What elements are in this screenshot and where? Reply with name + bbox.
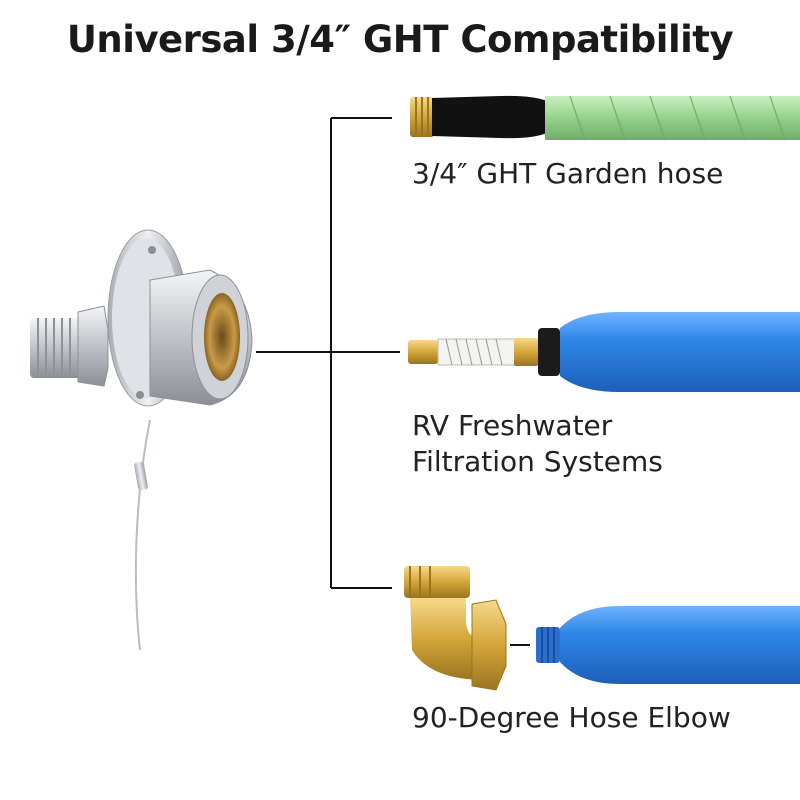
garden-hose-label: 3/4″ GHT Garden hose xyxy=(412,157,724,190)
page-title: Universal 3/4″ GHT Compatibility xyxy=(66,18,734,61)
hose-elbow-label: 90-Degree Hose Elbow xyxy=(412,701,731,734)
water-filter-icon-2 xyxy=(536,606,800,684)
flange-inlet-fitting-icon xyxy=(30,229,253,651)
hose-elbow-icon xyxy=(404,566,507,691)
rv-filter-label-line1: RV Freshwater xyxy=(412,409,613,442)
garden-hose-icon xyxy=(410,95,800,141)
water-filter-icon xyxy=(408,312,800,392)
connector-lines xyxy=(256,117,530,646)
rv-filter-label-line2: Filtration Systems xyxy=(412,445,663,478)
